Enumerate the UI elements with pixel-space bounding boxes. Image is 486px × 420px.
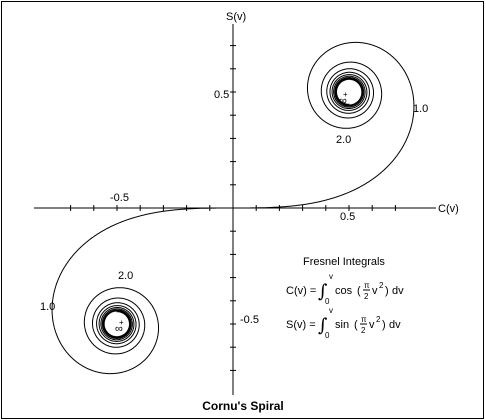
formula-dv: dv <box>389 319 401 331</box>
param-label-2: 2.0 <box>336 134 351 146</box>
fraction-numerator: π <box>364 281 370 290</box>
integral-sign: ∫ <box>318 315 328 336</box>
formula-heading: Fresnel Integrals <box>303 256 385 268</box>
formula-close-paren: ) <box>382 319 386 331</box>
limit-marker-plus: + <box>343 90 348 99</box>
x-tick-label: -0.5 <box>110 192 129 204</box>
formula-open-paren: ( <box>357 285 361 297</box>
fresnel-formula-box: Fresnel Integrals C(v) = ∫ v 0 cos ( π 2… <box>286 256 404 340</box>
limit-marker-plus: + <box>119 318 124 327</box>
param-label-neg2: 2.0 <box>118 270 133 282</box>
formula-s-lhs: S(v) = <box>286 319 316 331</box>
formula-exponent: 2 <box>379 281 384 290</box>
chart-title: Cornu's Spiral <box>202 399 284 413</box>
integral-upper: v <box>329 272 333 281</box>
formula-variable: v <box>372 285 378 297</box>
spiral-curve <box>51 41 415 375</box>
formula-close-paren: ) <box>385 285 389 297</box>
axis-ticks <box>70 45 396 371</box>
x-tick-label: 0.5 <box>340 211 355 223</box>
fraction-denominator: 2 <box>364 292 369 301</box>
param-label-neg1: 1.0 <box>40 301 55 313</box>
formula-variable: v <box>369 319 375 331</box>
integral-sign: ∫ <box>318 281 328 302</box>
formula-exponent: 2 <box>376 315 381 324</box>
fraction-numerator: π <box>361 315 367 324</box>
formula-s-func: sin <box>335 319 349 331</box>
formula-dv: dv <box>392 285 404 297</box>
param-label-1: 1.0 <box>413 103 428 115</box>
formula-open-paren: ( <box>354 319 358 331</box>
limit-infinity-label: ∞ <box>339 95 347 107</box>
limit-infinity-label: ∞ <box>115 323 123 335</box>
formula-c-lhs: C(v) = <box>286 285 316 297</box>
formula-c-func: cos <box>335 285 353 297</box>
x-axis-label: C(v) <box>438 203 459 215</box>
y-tick-label: -0.5 <box>240 314 259 326</box>
integral-lower: 0 <box>325 331 330 340</box>
integral-upper: v <box>329 306 333 315</box>
y-axis-label: S(v) <box>226 11 246 23</box>
fraction-denominator: 2 <box>361 326 366 335</box>
y-tick-label: 0.5 <box>214 89 229 101</box>
integral-lower: 0 <box>325 297 330 306</box>
